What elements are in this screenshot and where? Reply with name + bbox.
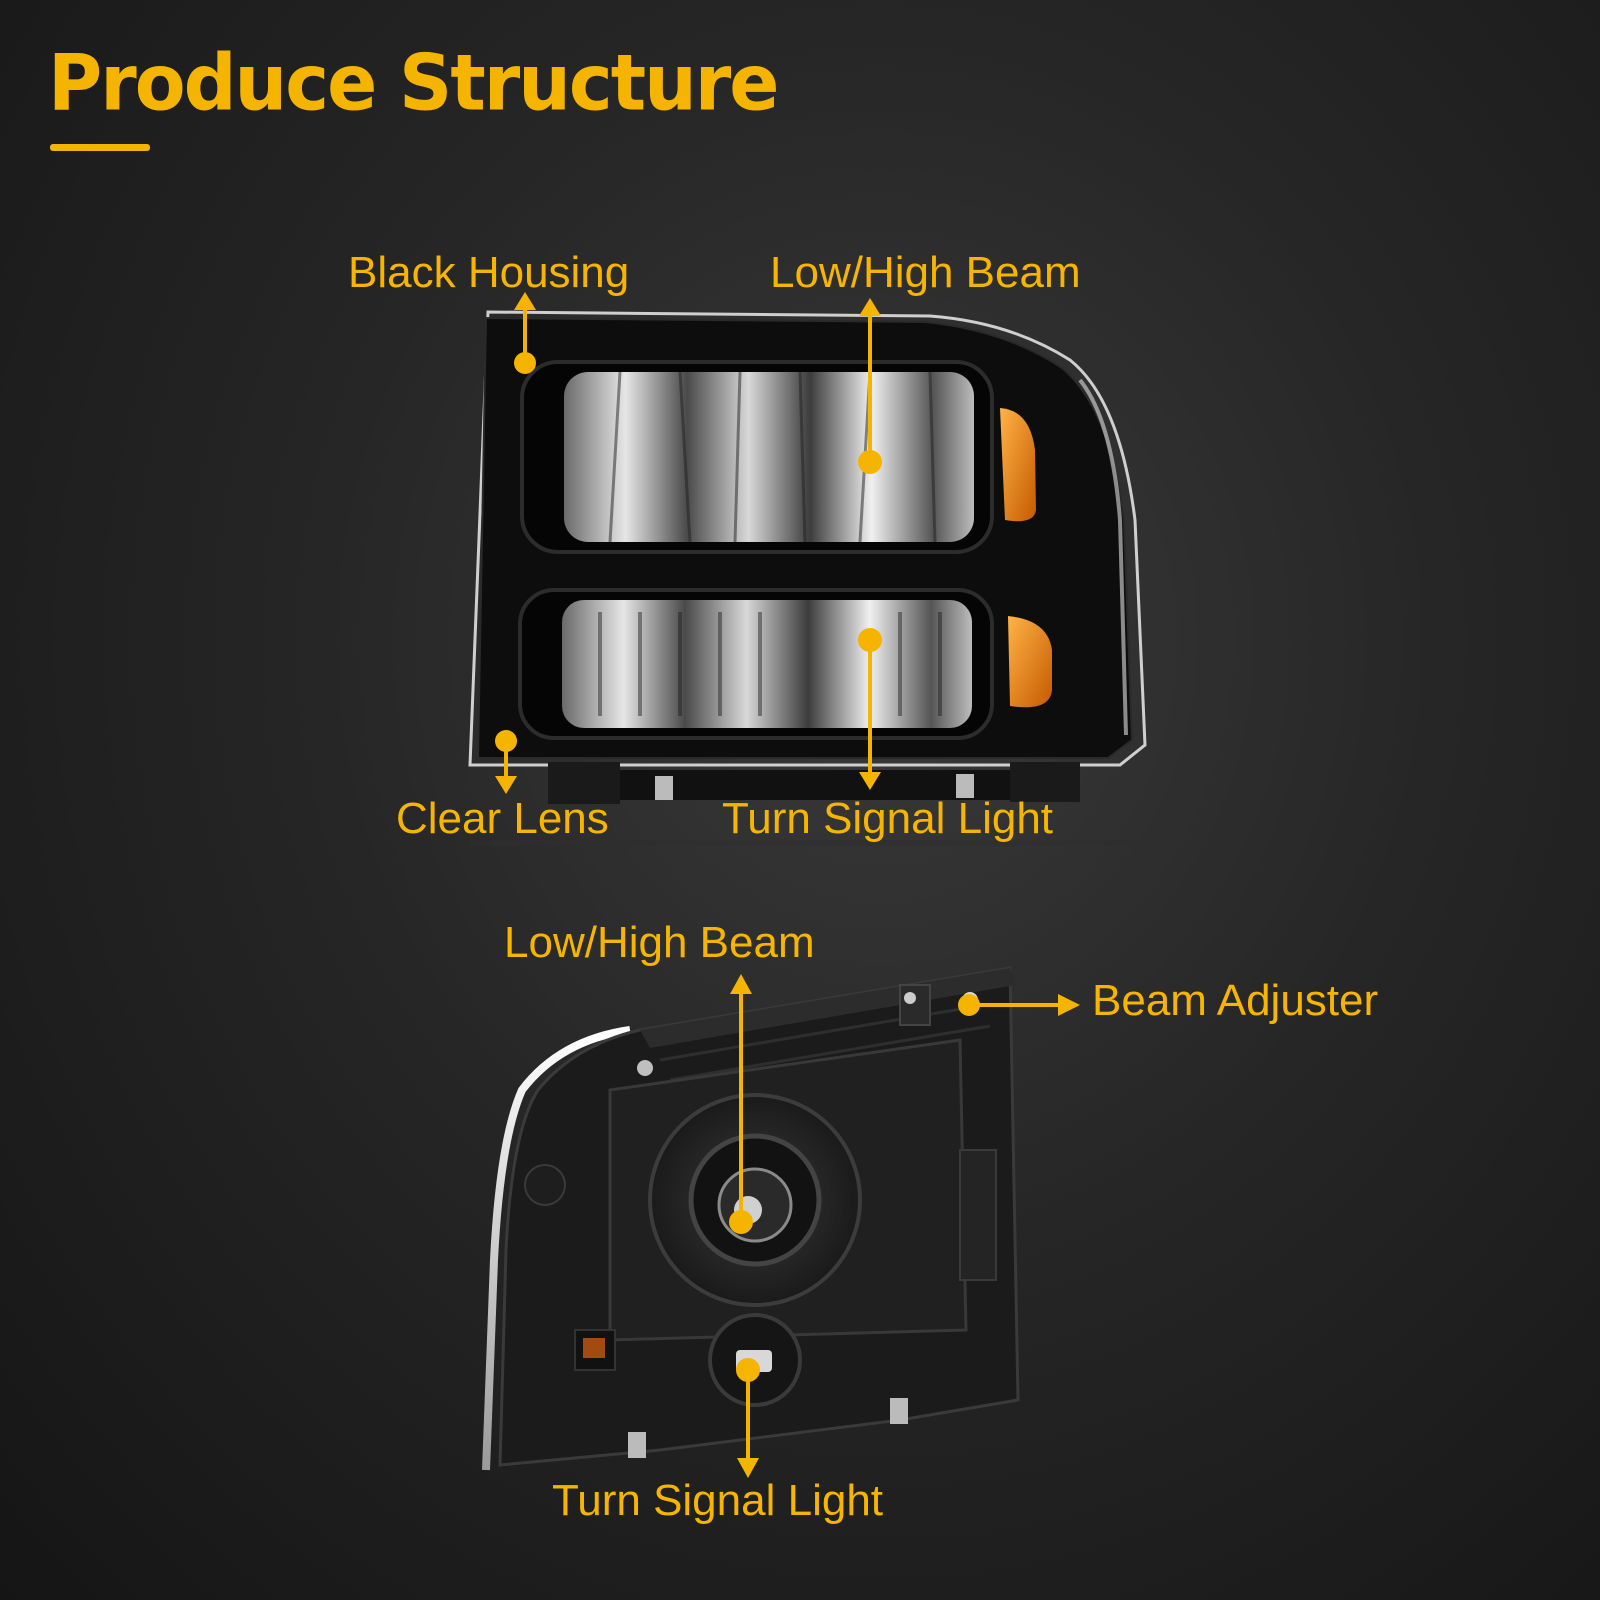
callout-low-high-beam-front [858, 298, 882, 474]
label-low-high-beam-rear: Low/High Beam [504, 918, 815, 967]
label-clear-lens: Clear Lens [396, 794, 609, 843]
label-low-high-beam-front: Low/High Beam [770, 248, 1081, 297]
label-beam-adjuster: Beam Adjuster [1092, 976, 1379, 1025]
callout-low-high-beam-rear [729, 974, 753, 1234]
callout-beam-adjuster [958, 994, 1080, 1016]
label-black-housing: Black Housing [348, 248, 630, 297]
front-headlight [468, 310, 1147, 804]
label-turn-signal-rear: Turn Signal Light [552, 1476, 884, 1525]
rear-headlight [482, 966, 1020, 1471]
title-underline [50, 144, 150, 151]
callout-clear-lens [495, 730, 517, 794]
page-title: Produce Structure [48, 38, 779, 129]
callout-turn-signal-front [858, 628, 882, 790]
callout-black-housing [514, 292, 536, 374]
callout-turn-signal-rear [736, 1358, 760, 1478]
label-turn-signal-front: Turn Signal Light [722, 794, 1054, 843]
